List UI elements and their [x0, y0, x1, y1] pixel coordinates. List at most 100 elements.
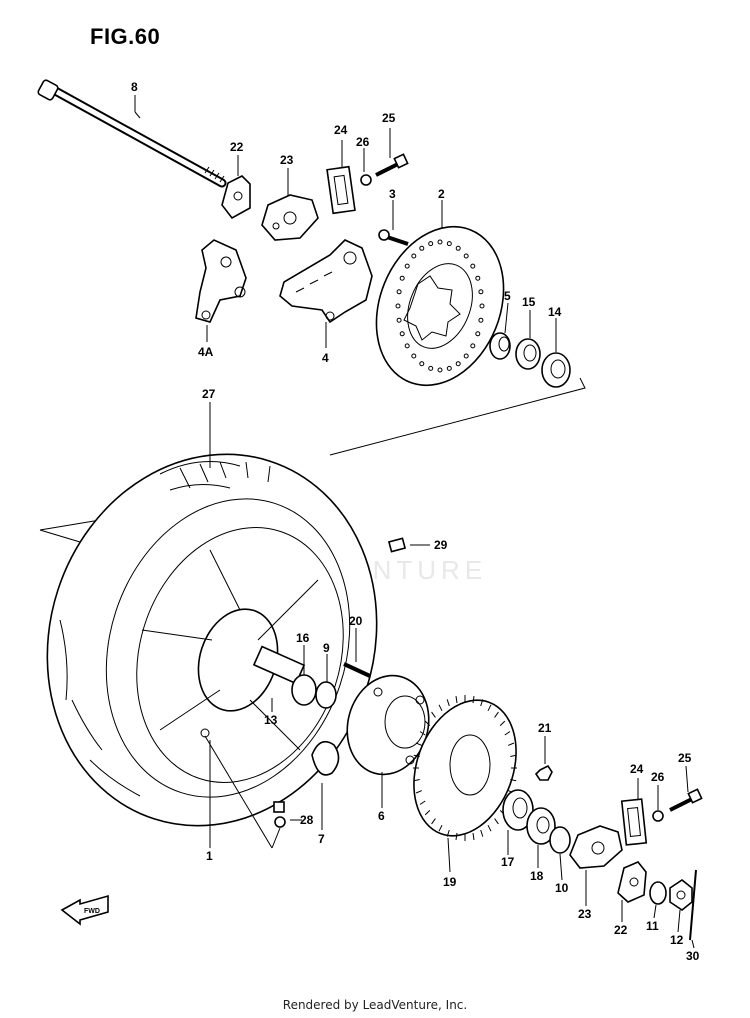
- bearing-14: [541, 352, 571, 388]
- sprocket-tooth: [415, 790, 422, 794]
- callout-2: 2: [438, 187, 445, 201]
- disc-hole: [455, 361, 461, 367]
- washer-11: [649, 881, 667, 905]
- disc-hole: [419, 245, 425, 251]
- sprocket-tooth: [419, 731, 426, 736]
- callout-1: 1: [206, 849, 213, 863]
- sprocket-tooth: [510, 754, 517, 757]
- oil-seal-18: [526, 807, 556, 845]
- callout-7: 7: [318, 832, 325, 846]
- disc-hole: [463, 353, 469, 359]
- bolt-lower: [669, 788, 703, 812]
- brake-caliper-lower: [569, 825, 623, 869]
- disc-hole: [404, 263, 410, 269]
- spacer-10: [549, 826, 571, 854]
- axle-nut-12: [669, 879, 693, 911]
- disc-hole: [428, 241, 434, 247]
- callout-17: 17: [501, 855, 515, 869]
- callout-5: 5: [504, 289, 511, 303]
- forward-arrow-label: FWD: [84, 908, 100, 915]
- bolt-upper: [375, 153, 409, 177]
- callout-21: 21: [538, 721, 552, 735]
- callout-25-lower: 25: [678, 751, 692, 765]
- callout-11: 11: [646, 919, 659, 933]
- sprocket-tooth: [415, 742, 422, 746]
- bearing-16: [291, 674, 317, 706]
- disc-hole: [446, 365, 452, 371]
- footer-credit: Rendered by LeadVenture, Inc.: [282, 998, 468, 1012]
- callout-22-upper: 22: [230, 140, 244, 154]
- callout-12: 12: [670, 933, 684, 947]
- disc-hole: [428, 365, 434, 371]
- sprocket-tooth: [424, 720, 431, 726]
- leader-lines: [134, 95, 695, 949]
- callout-22-lower: 22: [614, 923, 628, 937]
- disc-hole: [437, 367, 443, 373]
- disc-hole: [475, 275, 481, 281]
- brake-disc: [375, 225, 505, 387]
- hub-spacer-13: [252, 645, 306, 685]
- disc-hole: [479, 303, 485, 309]
- callout-18: 18: [530, 869, 544, 883]
- sprocket-tooth: [494, 818, 499, 825]
- clip-29: [387, 537, 407, 553]
- sprocket-tooth: [510, 779, 517, 782]
- sprocket-tooth: [494, 711, 499, 718]
- sprocket-tooth: [413, 754, 420, 757]
- callout-26-upper: 26: [356, 135, 370, 149]
- disc-hole: [399, 331, 405, 337]
- disc-hole: [399, 275, 405, 281]
- disc-hole: [478, 289, 484, 295]
- bolt-3: [378, 229, 409, 246]
- callout-16: 16: [296, 631, 310, 645]
- callout-9: 9: [323, 641, 330, 655]
- callout-4: 4: [322, 351, 329, 365]
- sprocket-tooth: [446, 829, 450, 837]
- sprocket-tooth: [487, 824, 492, 832]
- sprocket-tooth: [499, 720, 506, 726]
- disc-hole: [395, 303, 401, 309]
- callout-26-lower: 26: [651, 770, 665, 784]
- sprocket-tooth: [431, 818, 436, 825]
- sprocket-tooth: [472, 696, 475, 704]
- nut-upper: [360, 174, 372, 186]
- callout-28: 28: [300, 813, 314, 827]
- callout-19: 19: [443, 875, 457, 889]
- sprocket-tooth: [472, 832, 475, 840]
- callout-6: 6: [378, 809, 385, 823]
- disc-hole: [446, 241, 452, 247]
- disc-hole: [463, 253, 469, 259]
- disc-hole: [475, 331, 481, 337]
- brake-caliper-upper: [261, 194, 319, 241]
- disc-hole: [470, 263, 476, 269]
- disc-hole: [437, 239, 443, 245]
- disc-hole: [478, 317, 484, 323]
- callout-29: 29: [434, 538, 448, 552]
- sprocket-tooth: [455, 832, 458, 840]
- sprocket-tooth: [424, 810, 431, 816]
- collar-5: [489, 332, 511, 360]
- callout-24-lower: 24: [630, 762, 644, 776]
- callout-23-upper: 23: [280, 153, 294, 167]
- sprocket-nut-21: [534, 764, 553, 781]
- sprocket-tooth: [487, 704, 492, 712]
- disc-hole: [411, 353, 417, 359]
- sprocket-tooth: [431, 711, 436, 718]
- sprocket-tooth: [480, 829, 484, 837]
- callout-23-lower: 23: [578, 907, 592, 921]
- disc-hole: [419, 361, 425, 367]
- rear-sprocket: [413, 695, 517, 841]
- disc-hole: [396, 317, 402, 323]
- chain-adjuster-lower: [617, 861, 647, 903]
- callout-10: 10: [555, 881, 569, 895]
- sprocket-tooth: [413, 779, 420, 782]
- cushion-7: [311, 740, 340, 776]
- disc-hole: [396, 289, 402, 295]
- nut-lower: [652, 810, 664, 822]
- callout-4a: 4A: [198, 345, 214, 359]
- sprocket-tooth: [446, 699, 450, 707]
- sprocket-tooth: [455, 696, 458, 704]
- callout-15: 15: [522, 295, 536, 309]
- disc-hole: [411, 253, 417, 259]
